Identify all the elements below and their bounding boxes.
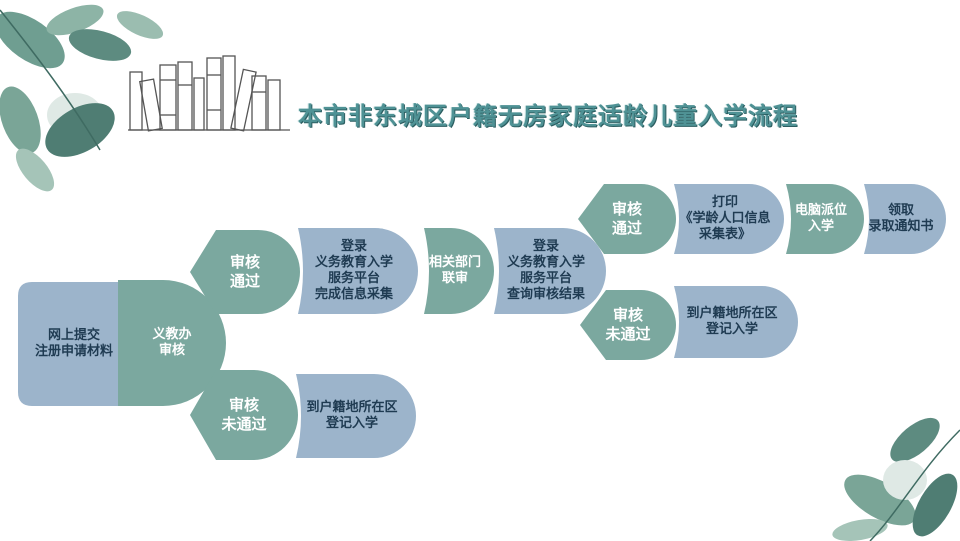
- node-office-review-shape: [118, 280, 226, 406]
- node-login-collect-shape: [298, 228, 418, 314]
- page-title: 本市非东城区户籍无房家庭适龄儿童入学流程: [298, 102, 798, 130]
- node-register-2: 到户籍地所在区 登记入学: [666, 286, 798, 358]
- node-review-pass-2-shape: [578, 184, 676, 254]
- node-review-fail-1: 审核 未通过: [190, 370, 298, 460]
- node-review-pass-1: 审核 通过: [190, 230, 300, 314]
- node-review-fail-1-shape: [190, 370, 298, 460]
- node-login-query-text: 登录 义务教育入学 服务平台 查询审核结果: [506, 238, 585, 303]
- node-dept-review: 相关部门 联审: [416, 228, 494, 314]
- node-print-form-text: 打印 《学龄人口信息 采集表》: [679, 194, 771, 243]
- node-login-collect-text: 登录 义务教育入学 服务平台 完成信息采集: [314, 238, 393, 303]
- node-get-notice-text: 领取 录取通知书: [868, 202, 934, 234]
- node-get-notice: 领取 录取通知书: [856, 184, 946, 254]
- leaf-cluster-top-left: [0, 4, 164, 192]
- node-register-1: 到户籍地所在区 登记入学: [288, 374, 416, 458]
- node-dept-review-shape: [424, 228, 494, 314]
- node-review-fail-2-shape: [580, 290, 676, 360]
- node-review-fail-2: 审核 未通过: [580, 290, 676, 360]
- node-review-pass-1-shape: [190, 230, 300, 314]
- node-office-review-text: 义教办 审核: [152, 326, 192, 358]
- node-review-fail-1-text: 审核 未通过: [221, 396, 267, 433]
- node-register-2-text: 到户籍地所在区 登记入学: [686, 305, 778, 337]
- node-get-notice-shape: [864, 184, 946, 254]
- node-login-collect: 登录 义务教育入学 服务平台 完成信息采集: [290, 228, 418, 314]
- node-print-form-shape: [674, 184, 784, 254]
- node-register-1-shape: [296, 374, 416, 458]
- node-computer-assign-shape: [786, 184, 864, 254]
- node-office-review: 义教办 审核: [118, 280, 226, 406]
- node-review-fail-2-text: 审核 未通过: [605, 306, 651, 343]
- node-review-pass-2: 审核 通过: [578, 184, 676, 254]
- node-review-pass-2-text: 审核 通过: [611, 200, 642, 237]
- node-login-query: 登录 义务教育入学 服务平台 查询审核结果: [486, 228, 606, 314]
- node-register-1-text: 到户籍地所在区 登记入学: [306, 399, 398, 431]
- node-computer-assign-text: 电脑派位 入学: [794, 202, 847, 234]
- node-computer-assign: 电脑派位 入学: [778, 184, 864, 254]
- node-print-form: 打印 《学龄人口信息 采集表》: [666, 184, 784, 254]
- node-dept-review-text: 相关部门 联审: [428, 254, 481, 286]
- node-register-2-shape: [674, 286, 798, 358]
- leaf-cluster-bottom-right: [832, 417, 960, 541]
- node-submit: 网上提交 注册申请材料: [18, 282, 130, 406]
- node-submit-shape: [18, 282, 130, 406]
- node-submit-text: 网上提交 注册申请材料: [34, 327, 113, 359]
- node-login-query-shape: [494, 228, 606, 314]
- node-review-pass-1-text: 审核 通过: [229, 253, 260, 290]
- books-sketch-icon: [128, 55, 290, 132]
